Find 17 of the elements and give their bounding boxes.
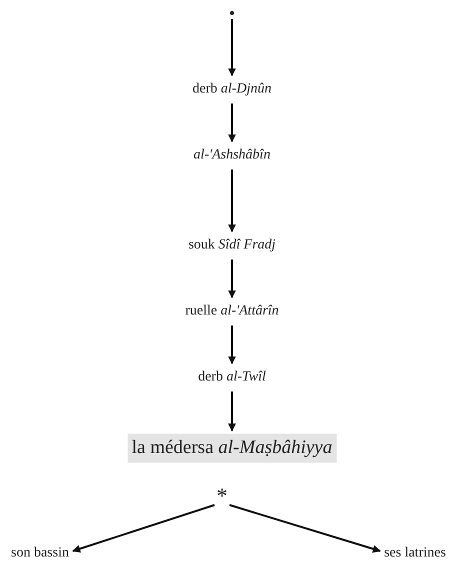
arrow [229, 504, 381, 553]
arrow [228, 392, 236, 432]
arrow [228, 326, 236, 364]
arrow [228, 170, 236, 232]
arrow [228, 104, 236, 142]
item-label: ses latrines [384, 542, 446, 563]
item-label: son bassin [11, 542, 69, 563]
street-label: derb al-Twîl [198, 366, 266, 388]
street-label: ruelle al-'Attârîn [185, 300, 279, 322]
street-label: derb al-Djnûn [192, 78, 272, 100]
street-label: souk Sîdî Fradj [188, 234, 276, 256]
asterisk: * [216, 485, 228, 507]
arrow [228, 19, 236, 76]
street-label: al-'Ashshâbîn [194, 144, 270, 166]
destination-label: la médersa al-Maṣbâhiyya [128, 434, 336, 462]
arrow [228, 260, 236, 298]
arrow [72, 504, 215, 553]
